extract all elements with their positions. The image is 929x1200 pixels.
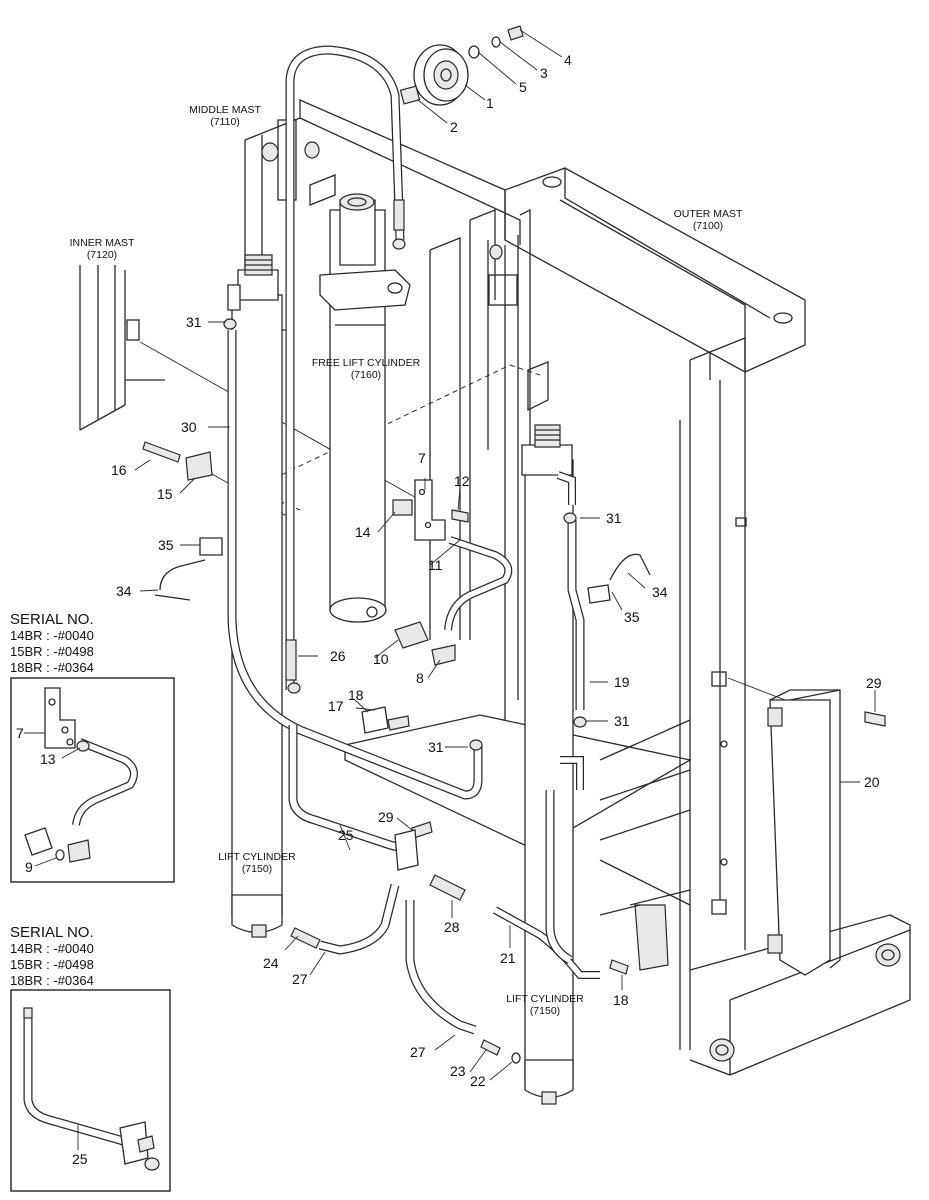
- callout-18a: 18: [348, 687, 364, 703]
- label-inner-mast: INNER MAST: [70, 237, 135, 249]
- label-lift-cylinder-right: LIFT CYLINDER: [506, 993, 584, 1005]
- small-parts: [142, 25, 886, 1064]
- callout-27b: 27: [410, 1044, 426, 1060]
- hoses: [227, 45, 600, 1035]
- lift-cylinder-right: [521, 424, 574, 1105]
- serial-line-1-3: 18BR : -#0364: [10, 660, 94, 675]
- label-lift-cylinder-left-code: (7150): [242, 863, 272, 875]
- label-lift-cylinder-left: LIFT CYLINDER: [218, 851, 296, 863]
- callout-5: 5: [519, 79, 527, 95]
- label-middle-mast-code: (7110): [210, 116, 240, 128]
- callout-24: 24: [263, 955, 279, 971]
- callout-28: 28: [444, 919, 460, 935]
- label-outer-mast: OUTER MAST: [674, 208, 743, 220]
- callout-31a: 31: [186, 314, 202, 330]
- serial-title-2: SERIAL NO.: [10, 924, 94, 941]
- label-free-lift-cylinder: FREE LIFT CYLINDER: [312, 357, 421, 369]
- inner-mast-frame: [79, 265, 165, 431]
- component-labels: MIDDLE MAST (7110) OUTER MAST (7100) INN…: [70, 104, 743, 1017]
- serial-line-1-1: 14BR : -#0040: [10, 628, 94, 643]
- callout-25: 25: [338, 827, 354, 843]
- callout-31c: 31: [614, 713, 630, 729]
- callout-18b: 18: [613, 992, 629, 1008]
- label-middle-mast: MIDDLE MAST: [189, 104, 261, 116]
- serial-inset-2: SERIAL NO. 14BR : -#0040 15BR : -#0498 1…: [10, 924, 171, 1192]
- outer-mast-frame: [504, 167, 911, 1076]
- callout-35b: 35: [624, 609, 640, 625]
- callout-4: 4: [564, 52, 572, 68]
- callout-34b: 34: [652, 584, 668, 600]
- callout-7: 7: [418, 450, 426, 466]
- label-lift-cylinder-right-code: (7150): [530, 1005, 560, 1017]
- callout-8: 8: [416, 670, 424, 686]
- callout-3: 3: [540, 65, 548, 81]
- callout-30: 30: [181, 419, 197, 435]
- serial-inset-1: SERIAL NO. 14BR : -#0040 15BR : -#0498 1…: [10, 611, 175, 883]
- inset-callout-13: 13: [40, 751, 56, 767]
- callout-15: 15: [157, 486, 173, 502]
- callout-31b: 31: [606, 510, 622, 526]
- callout-31d: 31: [428, 739, 444, 755]
- callout-17: 17: [328, 698, 344, 714]
- lift-cylinder-left: [227, 254, 291, 938]
- callout-14: 14: [355, 524, 371, 540]
- serial-line-2-2: 15BR : -#0498: [10, 957, 94, 972]
- label-inner-mast-code: (7120): [87, 249, 117, 261]
- callout-12: 12: [454, 473, 470, 489]
- serial-title-1: SERIAL NO.: [10, 611, 94, 628]
- inset-callout-7: 7: [16, 725, 24, 741]
- serial-line-2-1: 14BR : -#0040: [10, 941, 94, 956]
- callout-35a: 35: [158, 537, 174, 553]
- callout-19: 19: [614, 674, 630, 690]
- free-lift-cylinder: [319, 193, 411, 623]
- callout-16: 16: [111, 462, 127, 478]
- leader-lines: [134, 29, 876, 1081]
- callout-23: 23: [450, 1063, 466, 1079]
- callout-2: 2: [450, 119, 458, 135]
- mast-plate: [344, 714, 692, 851]
- callout-27a: 27: [292, 971, 308, 987]
- callout-34a: 34: [116, 583, 132, 599]
- callout-10: 10: [373, 651, 389, 667]
- label-free-lift-cylinder-code: (7160): [351, 369, 381, 381]
- callout-29a: 29: [378, 809, 394, 825]
- part-numbers: 1 2 3 4 5 7 8 10 11 12 14 15 16 17 18 18…: [111, 52, 882, 1089]
- callout-11: 11: [428, 557, 443, 573]
- callout-20: 20: [864, 774, 880, 790]
- callout-29b: 29: [866, 675, 882, 691]
- serial-line-1-2: 15BR : -#0498: [10, 644, 94, 659]
- inset-callout-25: 25: [72, 1151, 88, 1167]
- callout-26: 26: [330, 648, 346, 664]
- callout-1: 1: [486, 95, 494, 111]
- serial-line-2-3: 18BR : -#0364: [10, 973, 94, 988]
- callout-21: 21: [500, 950, 516, 966]
- inset-callout-9: 9: [25, 859, 33, 875]
- callout-22: 22: [470, 1073, 486, 1089]
- label-outer-mast-code: (7100): [693, 220, 723, 232]
